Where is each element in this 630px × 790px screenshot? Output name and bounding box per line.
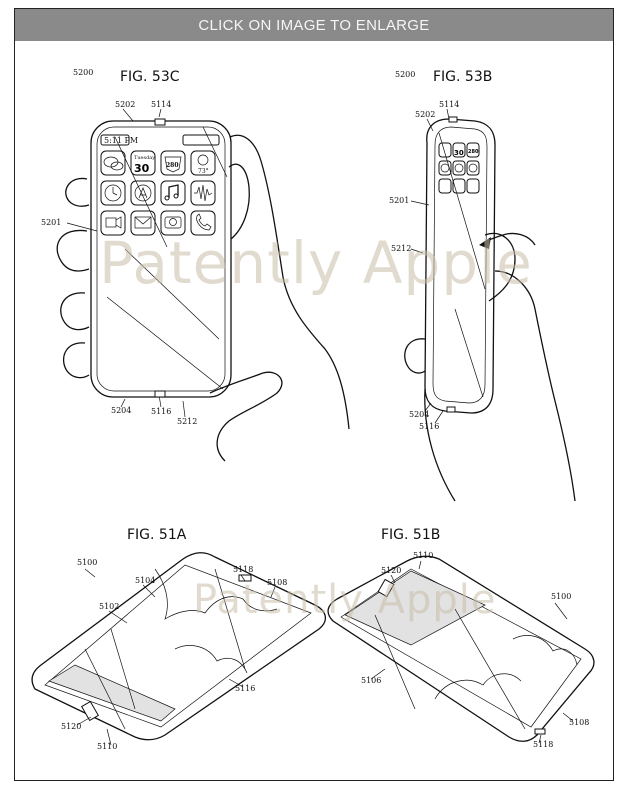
voice-memos-app-icon <box>190 180 216 206</box>
fig53c-finger-2 <box>56 229 90 272</box>
fig53c-weather-temp: 73° <box>198 168 209 175</box>
fig53c-ref-5114: 5114 <box>151 100 171 109</box>
fig53c-highway-label: 280 <box>166 162 179 169</box>
fig53b-reflection-lines <box>438 132 486 398</box>
fig51b-connector-5118 <box>534 728 546 735</box>
fig53b-ref-5212: 5212 <box>391 244 411 253</box>
fig53b-thumb <box>484 232 516 302</box>
fig51a-ref-5100: 5100 <box>77 558 97 567</box>
fig53c-top-connector <box>154 118 166 126</box>
fig53b-wrist <box>424 388 456 502</box>
fig51b-ref-5110: 5110 <box>413 551 433 560</box>
figure-53b: FIG. 53B 5200 5202 5114 5201 5212 5204 5… <box>389 69 576 502</box>
fig51a-ref-5108: 5108 <box>267 578 287 587</box>
fig51a-ref-5116: 5116 <box>235 684 255 693</box>
fig53c-ref-5212: 5212 <box>177 417 197 426</box>
fig51b-tree-texture <box>374 608 578 730</box>
watermark-lower: Patently Apple <box>193 577 497 623</box>
fig51b-leader-lines <box>370 560 574 744</box>
fig53c-finger-3 <box>60 292 90 331</box>
fig53b-top-connector <box>448 116 458 123</box>
fig53b-phone-body <box>424 118 496 414</box>
fig53c-leader-lines <box>66 108 186 418</box>
fig53c-calendar-day: Tuesday <box>134 155 155 161</box>
fig53b-calendar-icon <box>452 142 466 158</box>
fig53b-ref-5204: 5204 <box>409 410 429 419</box>
fig51a-dotted-band <box>48 664 176 722</box>
fig51a-device-outline <box>31 552 326 741</box>
fig51a-ref-5118: 5118 <box>233 565 253 574</box>
fig53c-status-indicators <box>182 134 220 146</box>
fig51a-ref-5120: 5120 <box>61 722 81 731</box>
fig53c-hand-right <box>229 134 350 430</box>
fig51b-ref-5108: 5108 <box>569 718 589 727</box>
fig53b-highway-label: 280 <box>468 149 479 155</box>
weather-app-icon <box>190 150 216 176</box>
fig51b-ref-5120: 5120 <box>381 566 401 575</box>
fig53b-music-icon <box>466 160 480 176</box>
fig53c-finger-1 <box>65 177 90 207</box>
fig51a-screen-edge <box>44 564 312 728</box>
fig53c-thumb <box>209 371 283 462</box>
fig53b-arrow-head <box>479 237 491 249</box>
fig53b-camera-icon <box>466 178 480 194</box>
fig53c-ref-5116: 5116 <box>151 407 171 416</box>
fig53b-finger <box>404 338 426 374</box>
fig53c-calendar-date: 30 <box>134 162 150 175</box>
fig53c-title: FIG. 53C <box>120 69 180 85</box>
fig53c-ref-5204: 5204 <box>111 406 131 415</box>
enlarge-banner[interactable]: CLICK ON IMAGE TO ENLARGE <box>15 9 613 41</box>
fig53b-app-store-icon <box>452 160 466 176</box>
figure-51a: FIG. 51A 5100 5104 5118 5108 5102 5116 5… <box>31 527 326 751</box>
fig53b-calendar-date: 30 <box>454 149 464 157</box>
fig53b-bottom-connector <box>446 406 456 413</box>
fig53b-video-icon <box>438 178 452 194</box>
fig53b-ref-5116: 5116 <box>419 422 439 431</box>
patent-image-frame[interactable]: CLICK ON IMAGE TO ENLARGE FIG. 53C 5200 … <box>14 8 614 781</box>
fig53b-ref-5200: 5200 <box>395 70 415 79</box>
fig53c-ref-5201: 5201 <box>41 218 61 227</box>
fig51b-ref-5100: 5100 <box>551 592 571 601</box>
app-store-icon <box>130 180 156 206</box>
fig53b-phone-screen <box>432 126 488 404</box>
watermark-upper: Patently Apple <box>99 229 533 297</box>
fig51b-ref-5106: 5106 <box>361 676 381 685</box>
fig53b-ref-5201: 5201 <box>389 196 409 205</box>
fig53c-time-pill <box>100 134 130 146</box>
fig51a-title: FIG. 51A <box>127 527 187 543</box>
fig53c-thumb-upper <box>228 163 250 240</box>
fig53b-ref-5114: 5114 <box>439 100 459 109</box>
fig51b-connector-5120 <box>377 578 395 598</box>
patent-drawing: FIG. 53C 5200 5202 5114 5201 5204 5116 5… <box>31 68 595 751</box>
fig51a-connector-5120 <box>80 700 100 722</box>
fig53b-title: FIG. 53B <box>433 69 492 85</box>
fig53b-leader-lines <box>410 108 450 424</box>
fig53b-hand-edge <box>494 270 576 502</box>
calendar-app-icon <box>130 150 156 176</box>
fig53c-status-time: 5:11 PM <box>104 136 138 145</box>
fig51a-ref-5104: 5104 <box>135 576 155 585</box>
fig51a-leader-lines <box>76 568 276 746</box>
fig53c-ref-5202: 5202 <box>115 100 135 109</box>
fig51a-tree-texture <box>84 568 278 730</box>
fig53c-ref-5200: 5200 <box>73 68 93 77</box>
fig53b-ref-5202: 5202 <box>415 110 435 119</box>
fig51b-device-outline <box>327 555 595 742</box>
figure-51b: FIG. 51B 5110 5120 5100 5106 5108 5118 <box>327 527 595 749</box>
fig51a-ref-5102: 5102 <box>99 602 119 611</box>
fig53c-bottom-connector <box>154 390 166 398</box>
fig53c-finger-4 <box>62 342 90 379</box>
fig51b-title: FIG. 51B <box>381 527 440 543</box>
video-app-icon <box>100 210 126 236</box>
fig51a-ref-5110: 5110 <box>97 742 117 751</box>
fig53c-reflection-lines <box>106 126 228 390</box>
music-app-icon <box>160 180 186 206</box>
fig53b-messages-icon <box>438 142 452 158</box>
figure-53c: FIG. 53C 5200 5202 5114 5201 5204 5116 5… <box>41 68 350 462</box>
fig53b-maps-icon <box>466 142 480 158</box>
fig51b-ref-5118: 5118 <box>533 740 553 749</box>
